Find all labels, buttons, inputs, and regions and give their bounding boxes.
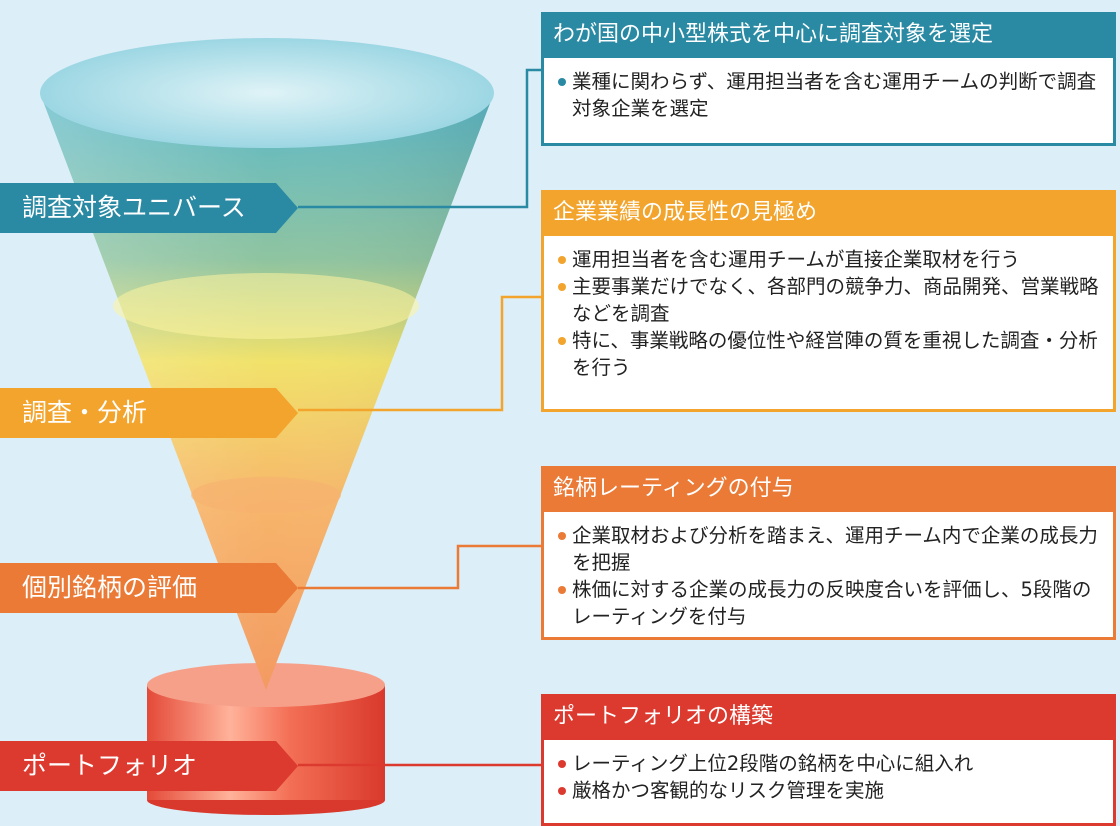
panel-growth-bullet-1: 運用担当者を含む運用チームが直接企業取材を行う <box>556 246 1105 273</box>
stage-label-analysis: 調査・分析 <box>0 388 298 438</box>
stage-label-universe-text: 調査対象ユニバース <box>22 193 246 222</box>
panel-growth-title: 企業業績の成長性の見極め <box>541 190 1116 236</box>
panel-universe-selection: わが国の中小型株式を中心に調査対象を選定 業種に関わらず、運用担当者を含む運用チ… <box>541 12 1116 146</box>
panel-growth-bullet-3: 特に、事業戦略の優位性や経営陣の質を重視した調査・分析を行う <box>556 327 1105 381</box>
panel-universe-body: 業種に関わらず、運用担当者を含む運用チームの判断で調査対象企業を選定 <box>541 58 1116 146</box>
panel-rating-body: 企業取材および分析を踏まえ、運用チーム内で企業の成長力を把握 株価に対する企業の… <box>541 512 1116 640</box>
stage-label-analysis-text: 調査・分析 <box>22 398 148 427</box>
panel-rating-title: 銘柄レーティングの付与 <box>541 466 1116 512</box>
panel-rating-bullet-1: 企業取材および分析を踏まえ、運用チーム内で企業の成長力を把握 <box>556 522 1105 576</box>
panel-portfolio-body: レーティング上位2段階の銘柄を中心に組入れ 厳格かつ客観的なリスク管理を実施 <box>541 740 1116 826</box>
stage-label-universe: 調査対象ユニバース <box>0 183 298 233</box>
stage-label-portfolio: ポートフォリオ <box>0 741 298 791</box>
panel-growth-body: 運用担当者を含む運用チームが直接企業取材を行う 主要事業だけでなく、各部門の競争… <box>541 236 1116 412</box>
panel-rating-bullet-2: 株価に対する企業の成長力の反映度合いを評価し、5段階のレーティングを付与 <box>556 576 1105 630</box>
panel-universe-bullet-1: 業種に関わらず、運用担当者を含む運用チームの判断で調査対象企業を選定 <box>556 68 1105 122</box>
stage-label-portfolio-text: ポートフォリオ <box>22 751 198 780</box>
connector-lines <box>298 68 541 767</box>
panel-portfolio-bullet-2: 厳格かつ客観的なリスク管理を実施 <box>556 777 1105 804</box>
panel-portfolio-title: ポートフォリオの構築 <box>541 694 1116 740</box>
panel-growth-assessment: 企業業績の成長性の見極め 運用担当者を含む運用チームが直接企業取材を行う 主要事… <box>541 190 1116 412</box>
panel-portfolio-construction: ポートフォリオの構築 レーティング上位2段階の銘柄を中心に組入れ 厳格かつ客観的… <box>541 694 1116 826</box>
stage-label-evaluation-text: 個別銘柄の評価 <box>22 573 198 602</box>
panel-portfolio-bullet-1: レーティング上位2段階の銘柄を中心に組入れ <box>556 750 1105 777</box>
stage-label-evaluation: 個別銘柄の評価 <box>0 563 298 613</box>
panel-growth-bullet-2: 主要事業だけでなく、各部門の競争力、商品開発、営業戦略などを調査 <box>556 273 1105 327</box>
panel-universe-title: わが国の中小型株式を中心に調査対象を選定 <box>541 12 1116 58</box>
panel-rating: 銘柄レーティングの付与 企業取材および分析を踏まえ、運用チーム内で企業の成長力を… <box>541 466 1116 640</box>
